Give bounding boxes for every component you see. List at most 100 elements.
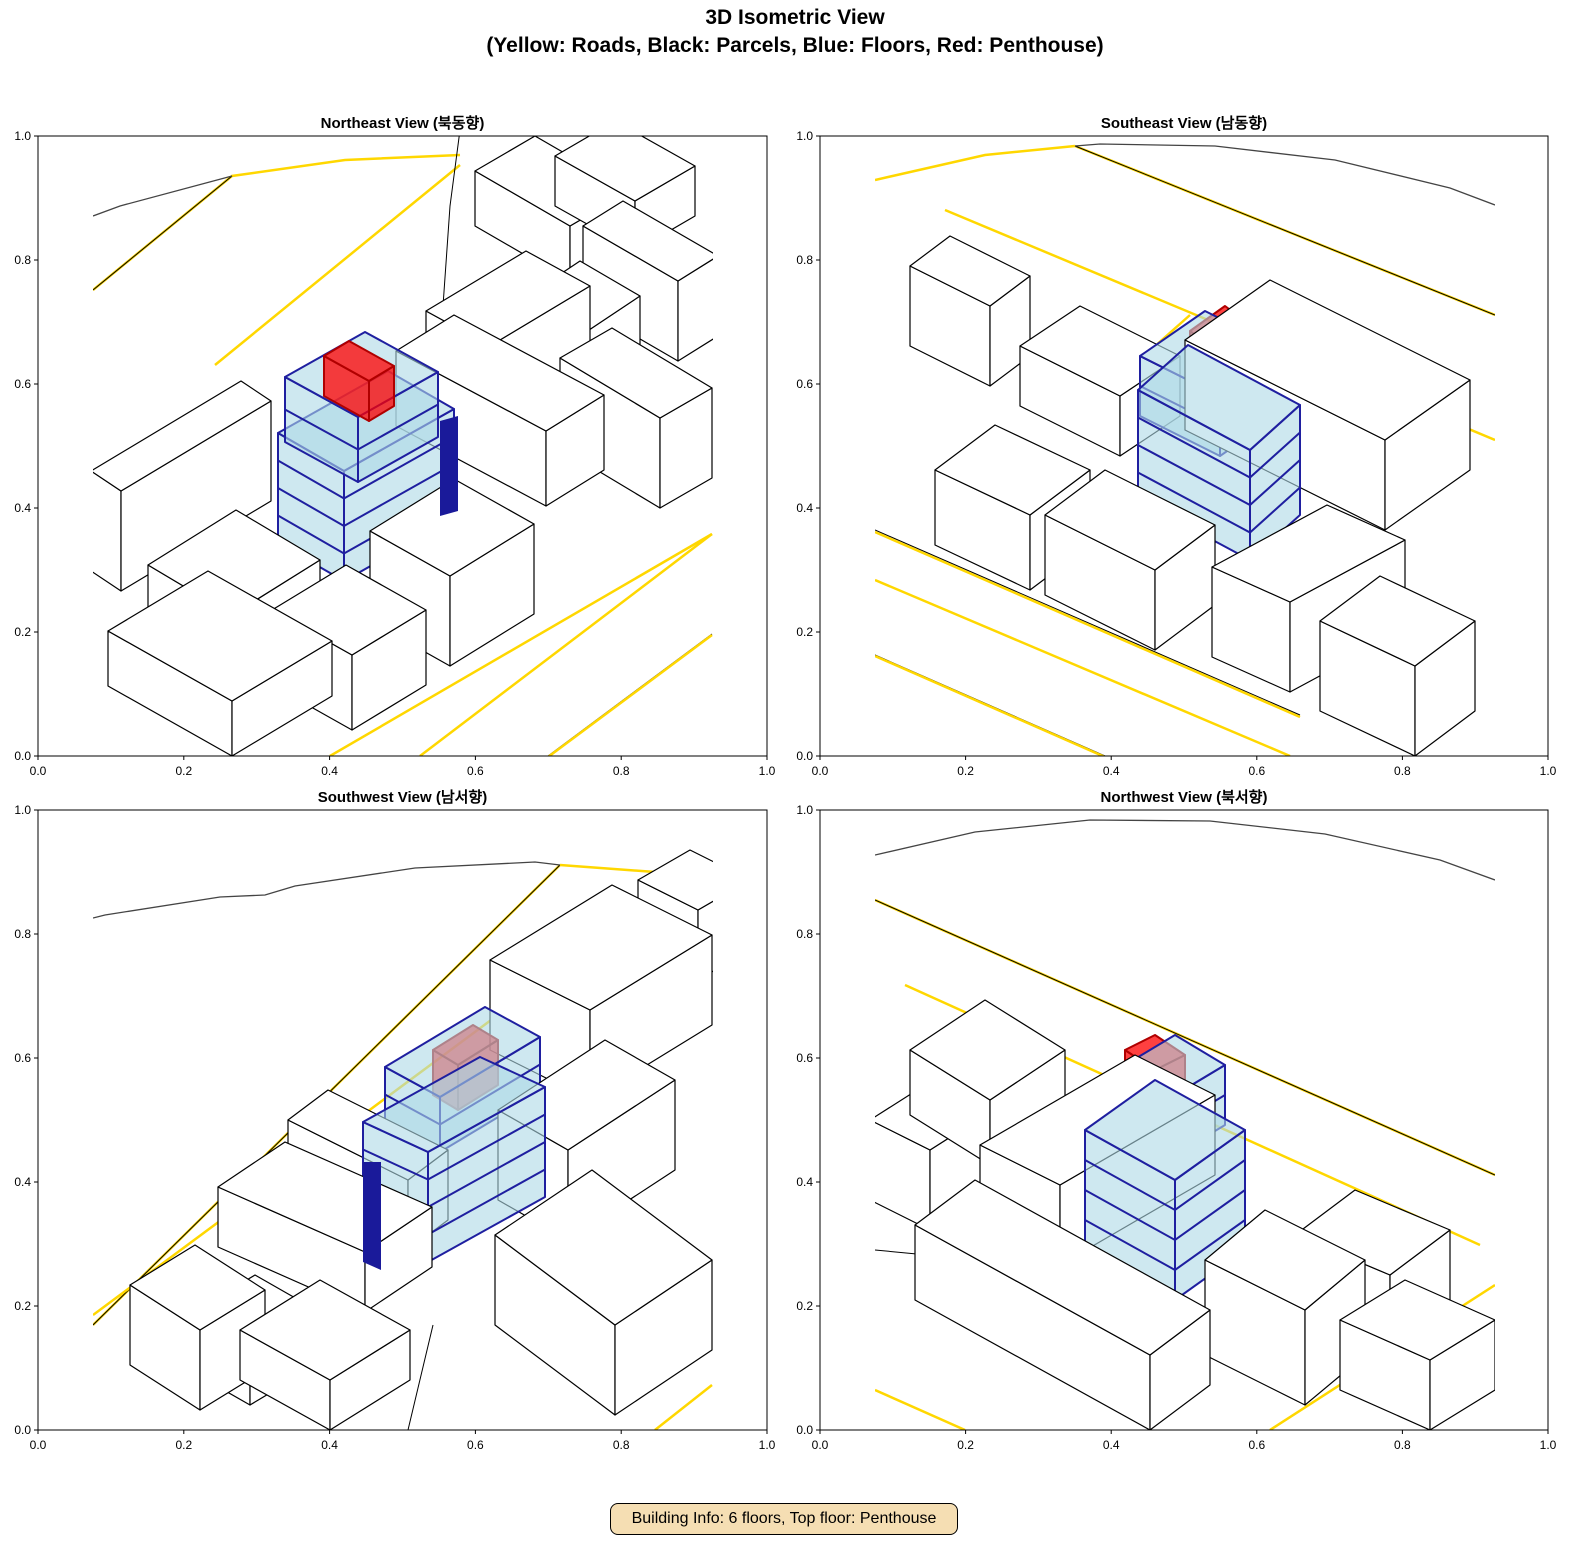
y-tick-label: 0.4	[14, 501, 31, 515]
panel-title: Southeast View (남동향)	[1101, 115, 1267, 132]
axes-frame	[37, 135, 768, 757]
axes-frame	[819, 809, 1549, 1431]
floor-line	[284, 403, 439, 451]
floor-line	[1137, 416, 1301, 479]
x-tick-label: 0.2	[175, 764, 192, 778]
floor-line	[277, 435, 455, 500]
y-tick-label: 0.2	[14, 1299, 31, 1313]
y-tick-label: 0.6	[14, 377, 31, 391]
scene	[875, 143, 1495, 756]
x-tick-label: 0.2	[957, 1438, 974, 1452]
road-line	[875, 144, 1076, 182]
y-tick-label: 0.8	[796, 927, 813, 941]
parcel-block	[107, 570, 333, 756]
y-tick-label: 1.0	[796, 129, 813, 143]
x-tick-label: 0.0	[30, 764, 47, 778]
x-tick-label: 1.0	[1540, 764, 1557, 778]
floor-line	[1137, 444, 1301, 507]
x-tick-label: 0.0	[812, 764, 829, 778]
x-tick-label: 0.0	[812, 1438, 829, 1452]
parcel-block	[1204, 1209, 1366, 1406]
x-tick-label: 0.2	[175, 1438, 192, 1452]
parcel-line	[407, 1324, 434, 1430]
y-tick-label: 0.0	[14, 1423, 31, 1437]
x-tick-label: 1.0	[759, 764, 776, 778]
parcel-line	[93, 861, 561, 919]
parcel-line	[93, 175, 233, 217]
x-tick-label: 0.4	[321, 1438, 338, 1452]
parcel-line	[93, 175, 233, 291]
floor-line	[1084, 1189, 1246, 1242]
x-tick-label: 0.8	[613, 764, 630, 778]
parcel-line	[442, 136, 460, 307]
parcel-block	[1339, 1279, 1495, 1430]
road-line	[875, 530, 1301, 719]
road-line	[419, 533, 713, 756]
x-tick-label: 1.0	[1540, 1438, 1557, 1452]
building-floors	[1137, 344, 1301, 561]
x-tick-label: 0.8	[613, 1438, 630, 1452]
parcel-block	[494, 1169, 713, 1416]
road-line	[329, 532, 713, 756]
x-tick-label: 0.4	[1103, 1438, 1120, 1452]
y-tick-label: 0.2	[14, 625, 31, 639]
parcel-line	[1074, 145, 1495, 316]
figure-subtitle: (Yellow: Roads, Black: Parcels, Blue: Fl…	[486, 34, 1104, 57]
x-tick-label: 0.8	[1394, 764, 1411, 778]
y-tick-label: 0.8	[14, 927, 31, 941]
x-tick-label: 0.4	[1103, 764, 1120, 778]
axes-frame	[819, 135, 1549, 757]
parcel-line	[875, 899, 1495, 1176]
y-tick-label: 0.6	[796, 377, 813, 391]
x-tick-label: 0.6	[1248, 1438, 1265, 1452]
scene	[875, 819, 1495, 1430]
y-tick-label: 0.2	[796, 1299, 813, 1313]
floor-line	[277, 463, 455, 528]
y-tick-label: 1.0	[14, 803, 31, 817]
x-tick-label: 0.2	[957, 764, 974, 778]
y-tick-label: 0.0	[796, 749, 813, 763]
y-tick-label: 0.4	[14, 1175, 31, 1189]
y-tick-label: 0.0	[796, 1423, 813, 1437]
parcel-block	[93, 380, 272, 592]
x-tick-label: 0.4	[321, 764, 338, 778]
building-shadow-face	[363, 1162, 381, 1270]
parcel-block	[1319, 575, 1476, 756]
view-panel: Northwest View (북서향) 0.0 0.2 0.4 0.6 0.8 1.0 0.…	[796, 789, 1556, 1452]
panel-title: Northeast View (북동향)	[321, 115, 485, 132]
axes-frame	[37, 809, 768, 1431]
y-tick-label: 1.0	[14, 129, 31, 143]
y-tick-label: 0.0	[14, 749, 31, 763]
scene	[93, 849, 713, 1430]
x-tick-label: 0.0	[30, 1438, 47, 1452]
parcel-line	[875, 529, 1301, 716]
floor-line	[1084, 1219, 1246, 1272]
road-line	[875, 578, 1291, 756]
scene	[93, 136, 713, 756]
x-tick-label: 0.6	[467, 1438, 484, 1452]
y-tick-label: 0.2	[796, 625, 813, 639]
y-tick-label: 0.8	[14, 253, 31, 267]
x-tick-label: 0.6	[1248, 764, 1265, 778]
x-tick-label: 1.0	[759, 1438, 776, 1452]
road-line	[654, 1384, 713, 1430]
figure-title: 3D Isometric View	[705, 6, 885, 29]
parcel-block	[1044, 469, 1216, 651]
x-tick-label: 0.8	[1394, 1438, 1411, 1452]
road-line	[875, 1388, 966, 1430]
road-line	[547, 633, 713, 756]
x-tick-label: 0.6	[467, 764, 484, 778]
y-tick-label: 0.4	[796, 1175, 813, 1189]
y-tick-label: 0.4	[796, 501, 813, 515]
parcel-line	[875, 819, 1495, 881]
view-panel: Northeast View (북동향) 0.0 0.2 0.4 0.6 0.8 1.0 0.…	[14, 115, 775, 778]
y-tick-label: 1.0	[796, 803, 813, 817]
floor-line	[362, 1113, 546, 1181]
panel-title: Northwest View (북서향)	[1101, 789, 1268, 806]
y-tick-label: 0.8	[796, 253, 813, 267]
parcel-block	[914, 1179, 1211, 1430]
parcel-block	[239, 1279, 411, 1430]
floor-line	[1137, 471, 1301, 534]
